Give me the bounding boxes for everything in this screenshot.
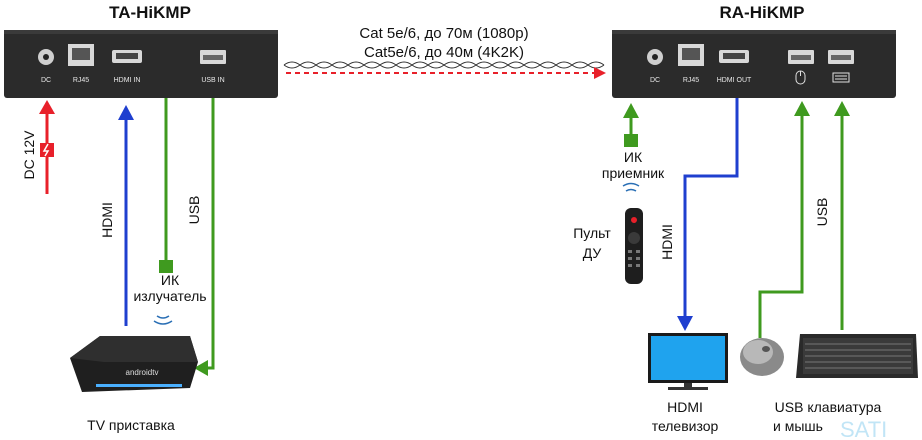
ir-signal-icon <box>156 315 170 319</box>
transmitter-title: TA-HiKMP <box>109 3 191 22</box>
transmitter-unit: DC RJ45 HDMI IN USB IN <box>4 30 278 98</box>
mouse-icon <box>795 70 806 85</box>
ir-receiver-cable <box>622 103 640 192</box>
cable-spec-4k: Cat5e/6, до 40м (4K2K) <box>364 44 524 61</box>
hdmi-label-right: HDMI <box>659 224 675 260</box>
receiver-title: RA-HiKMP <box>720 3 805 22</box>
remote-label-line1: Пульт <box>573 225 611 241</box>
dc-12v-label: DC 12V <box>21 130 37 180</box>
hdmi-output-arrow <box>677 98 739 331</box>
ir-receiver-label-line2: приемник <box>602 165 665 181</box>
keyboard-icon <box>832 72 850 83</box>
watermark-logo: SATI <box>840 417 887 440</box>
cable-spec-1080p: Cat 5e/6, до 70м (1080p) <box>359 25 528 42</box>
tv-label-line2: телевизор <box>652 418 719 434</box>
usb-keyboard-arrow <box>834 101 850 330</box>
power-arrow <box>39 100 55 194</box>
rx-dc-port-label: DC <box>650 77 660 84</box>
tv-box-icon: androidtv <box>70 336 198 392</box>
usb-mouse-arrow <box>758 101 810 338</box>
ir-emitter-icon <box>159 260 173 273</box>
tv-box-label: TV приставка <box>87 417 175 433</box>
hdmi-input-arrow <box>118 105 134 326</box>
tx-dc-port-label: DC <box>41 77 51 84</box>
twisted-pair-cable <box>283 61 606 79</box>
usb-output-arrow <box>194 98 215 376</box>
ir-emitter-cable <box>153 98 173 325</box>
tx-rj45-port-label: RJ45 <box>73 77 89 84</box>
box-brand-label: androidtv <box>126 368 159 377</box>
tx-usb-port-label: USB IN <box>201 77 224 84</box>
ir-receiver-label-line1: ИК <box>624 149 643 165</box>
tv-label-line1: HDMI <box>667 399 703 415</box>
keyboard-device-icon <box>796 334 918 378</box>
peripherals-label-line2: и мышь <box>773 418 823 434</box>
rx-hdmi-port-label: HDMI OUT <box>717 77 752 84</box>
rx-rj45-port-label: RJ45 <box>683 77 699 84</box>
ir-emitter-label-line2: излучатель <box>133 288 206 304</box>
mouse-device-icon <box>740 338 784 376</box>
receiver-unit: DC RJ45 HDMI OUT <box>612 30 896 98</box>
tx-hdmi-port-label: HDMI IN <box>114 77 141 84</box>
remote-label-line2: ДУ <box>583 245 602 261</box>
lightning-icon <box>42 143 50 157</box>
remote-control-icon <box>625 208 643 284</box>
ir-receiver-icon <box>624 134 638 147</box>
ir-emitter-label-line1: ИК <box>161 272 180 288</box>
tv-icon <box>648 333 728 390</box>
hdmi-label-left: HDMI <box>99 202 115 238</box>
usb-label-right: USB <box>814 198 830 227</box>
peripherals-label-line1: USB клавиатура <box>775 399 882 415</box>
usb-label-left: USB <box>186 196 202 225</box>
ir-signal-icon <box>622 182 640 187</box>
